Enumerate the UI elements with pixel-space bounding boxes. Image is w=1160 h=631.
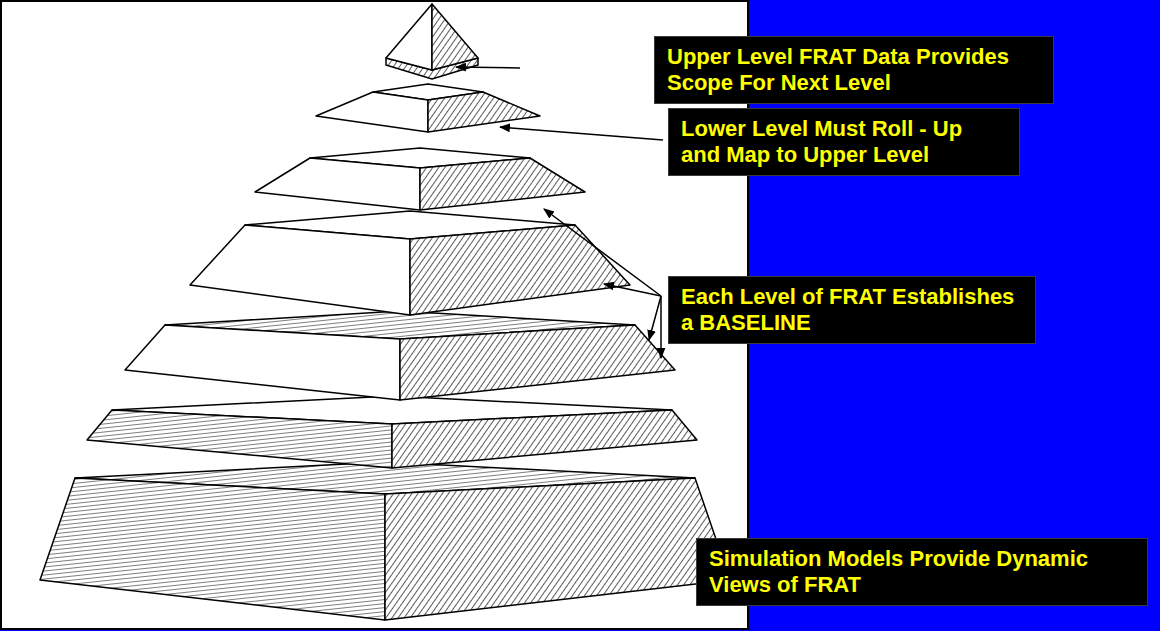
- tip-left-face: [386, 4, 432, 70]
- callout-box: Each Level of FRAT Establishes a BASELIN…: [668, 276, 1036, 344]
- layer-right-face: [410, 225, 630, 315]
- leader-lines: [456, 67, 663, 358]
- callout-text: Each Level of FRAT Establishes a BASELIN…: [681, 284, 1023, 336]
- white-panel: [1, 1, 748, 629]
- leader-arrow: [456, 67, 520, 68]
- layer-left-face: [190, 225, 410, 315]
- layer-left-face: [125, 325, 400, 400]
- layer-left-face: [255, 158, 420, 210]
- callout-box: Simulation Models Provide Dynamic Views …: [696, 538, 1148, 606]
- pyramid: [40, 4, 730, 620]
- layer-right-face: [400, 325, 675, 400]
- layer-right-face: [385, 478, 730, 620]
- leader-arrow: [660, 296, 662, 358]
- leader-arrow: [500, 127, 663, 140]
- leader-arrow: [544, 209, 661, 296]
- layer-right-face: [428, 92, 540, 132]
- tip-right-face: [432, 4, 478, 70]
- leader-arrow: [604, 284, 661, 296]
- layer-right-face: [392, 410, 697, 468]
- callout-box: Upper Level FRAT Data Provides Scope For…: [654, 36, 1054, 104]
- callout-box: Lower Level Must Roll - Up and Map to Up…: [668, 108, 1020, 176]
- callout-text: Lower Level Must Roll - Up and Map to Up…: [681, 116, 984, 168]
- layer-left-face: [87, 410, 392, 468]
- leader-arrow: [649, 296, 661, 340]
- layer-right-face: [420, 158, 585, 210]
- layer-left-face: [316, 92, 428, 132]
- callout-text: Upper Level FRAT Data Provides Scope For…: [667, 44, 1041, 96]
- layer-left-face: [40, 478, 385, 620]
- callout-text: Simulation Models Provide Dynamic Views …: [709, 546, 1135, 598]
